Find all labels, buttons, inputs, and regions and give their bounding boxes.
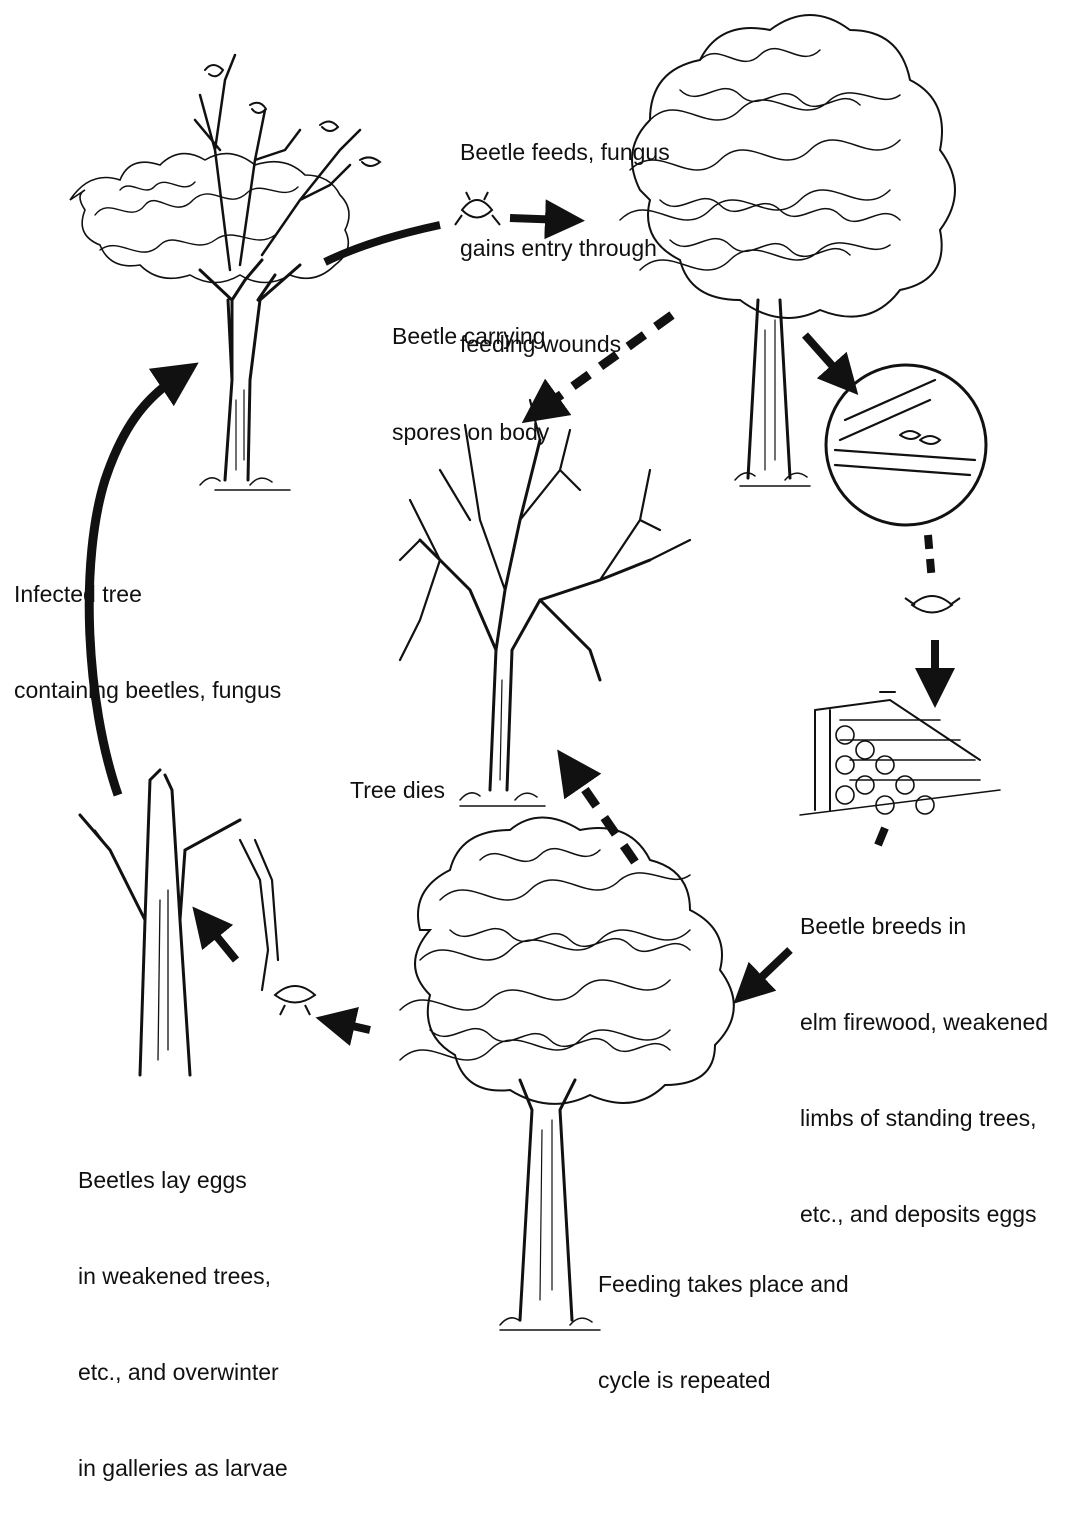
label-infected-tree: Infected tree containing beetles, fungus <box>14 514 281 738</box>
label-line: containing beetles, fungus <box>14 674 281 706</box>
label-beetle-breeds: Beetle breeds in elm firewood, weakened … <box>800 846 1048 1262</box>
arrow-breeding-to-dead <box>570 768 635 862</box>
label-line: in galleries as larvae <box>78 1452 288 1484</box>
arrow-gallery-to-beetle <box>928 535 932 582</box>
label-tree-dies: Tree dies <box>350 710 445 838</box>
label-line: elm firewood, weakened <box>800 1006 1048 1038</box>
arrow-firewood-tick <box>878 828 885 845</box>
label-line: limbs of standing trees, <box>800 1102 1048 1134</box>
label-beetle-carrying: Beetle carrying spores on body <box>392 256 549 480</box>
healthy-elm-icon <box>620 15 955 486</box>
arrow-healthy-to-gallery <box>805 335 845 380</box>
infected-elm-icon <box>70 55 380 490</box>
label-line: cycle is repeated <box>598 1364 849 1396</box>
label-line: Feeding takes place and <box>598 1268 849 1300</box>
branch-gallery-icon <box>826 365 986 525</box>
arrow-beetle-to-snag <box>205 922 236 960</box>
label-feeding-repeated: Feeding takes place and cycle is repeate… <box>598 1204 849 1428</box>
beetle-icon <box>905 596 960 613</box>
label-line: Beetles lay eggs <box>78 1164 288 1196</box>
dead-snag-icon <box>80 770 278 1075</box>
arrow-firewood-to-tree <box>748 950 790 990</box>
beetle-icon <box>275 986 315 1015</box>
label-beetles-lay-eggs: Beetles lay eggs in weakened trees, etc.… <box>78 1100 288 1516</box>
label-line: Tree dies <box>350 774 445 806</box>
label-line: etc., and overwinter <box>78 1356 288 1388</box>
elm-disease-cycle-diagram: Beetle feeds, fungus gains entry through… <box>0 0 1092 1336</box>
label-line: Beetle feeds, fungus <box>460 136 670 168</box>
arrow-tree-to-beetle <box>335 1022 370 1030</box>
firewood-pile-icon <box>800 692 1000 815</box>
label-line: spores on body <box>392 416 549 448</box>
label-line: Beetle breeds in <box>800 910 1048 942</box>
label-line: Beetle carrying <box>392 320 549 352</box>
label-line: in weakened trees, <box>78 1260 288 1292</box>
label-line: Infected tree <box>14 578 281 610</box>
